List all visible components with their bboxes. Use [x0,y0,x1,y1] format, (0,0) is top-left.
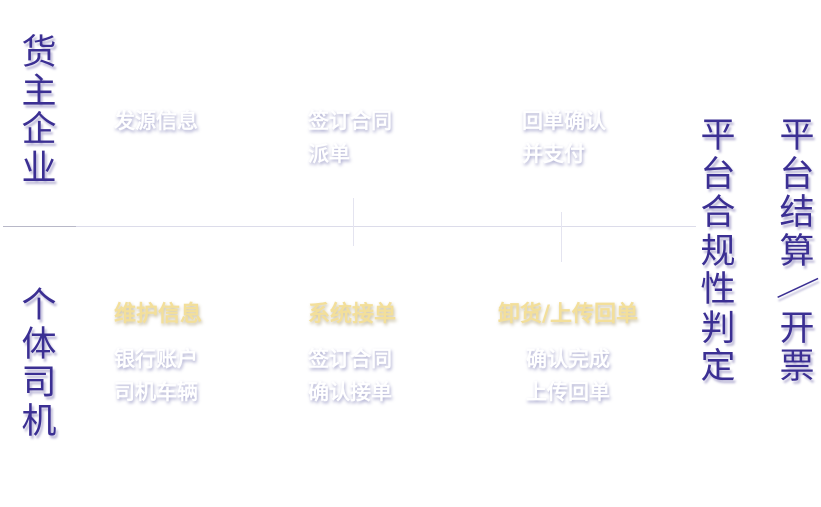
platform-compliance-char-5: 性 [700,270,736,310]
platform-settlement-char-5: ／ [773,265,821,315]
top-step-2-line-2: 派单 [308,142,350,166]
platform-settlement-char-3: 结 [779,193,815,233]
row-label-individual-driver-char-2: 体 [21,324,57,365]
bottom-step-3-line-2: 上传回单 [526,380,610,404]
bottom-step-3-title: 卸货/上传回单 [497,302,639,327]
bottom-step-2-lines: 签订合同 确认接单 [308,343,392,409]
bottom-step-2-title: 系统接单 [308,302,397,327]
platform-settlement-char-6: 开 [779,308,815,349]
column-divider-2 [561,212,562,262]
row-label-individual-driver: 个体司机 [17,287,61,441]
platform-compliance-char-1: 平 [700,116,736,156]
top-step-3-line-2: 并支付 [522,142,585,166]
platform-compliance-char-2: 台 [700,154,736,195]
bottom-step-1-lines: 银行账户 司机车辆 [114,343,198,409]
row-label-cargo-owner: 货主企业 [17,34,61,188]
row-label-individual-driver-char-3: 司 [21,363,57,403]
row-label-cargo-owner-char-4: 业 [21,148,57,189]
platform-compliance-label: 平台合规性判定 [696,117,740,387]
platform-compliance-char-3: 合 [700,193,736,233]
row-label-cargo-owner-char-1: 货 [21,33,57,73]
bottom-step-2-line-2: 确认接单 [308,380,392,404]
top-step-1: 发源信息 [114,105,198,138]
top-step-3-line-1: 回单确认 [522,109,606,133]
platform-compliance-char-6: 判 [700,308,736,349]
row-label-cargo-owner-char-2: 主 [21,71,57,112]
platform-compliance-char-7: 定 [700,347,736,387]
row-label-individual-driver-char-1: 个 [21,286,57,326]
platform-settlement-label: 平台结算／开票 [774,116,821,387]
top-step-3: 回单确认 并支付 [522,105,606,171]
platform-settlement-char-1: 平 [779,116,815,156]
top-step-2-line-1: 签订合同 [308,109,392,133]
platform-settlement-char-4: 算 [779,231,815,272]
column-divider-1 [353,198,354,246]
bottom-step-1-line-2: 司机车辆 [114,380,198,404]
row-divider-left [3,226,76,227]
platform-compliance-char-4: 规 [700,231,736,272]
platform-settlement-char-2: 台 [779,154,815,195]
bottom-step-1-line-1: 银行账户 [114,347,198,371]
bottom-step-1-title: 维护信息 [114,302,203,327]
bottom-step-3-line-1: 确认完成 [526,347,610,371]
bottom-step-2-line-1: 签订合同 [308,347,392,371]
top-step-1-line-1: 发源信息 [114,109,198,133]
row-divider [76,226,696,227]
bottom-step-3-lines: 确认完成 上传回单 [490,343,646,409]
row-label-cargo-owner-char-3: 企 [21,110,57,150]
platform-settlement-char-7: 票 [779,347,815,387]
row-label-individual-driver-char-4: 机 [21,401,57,442]
top-step-2: 签订合同 派单 [308,105,392,171]
